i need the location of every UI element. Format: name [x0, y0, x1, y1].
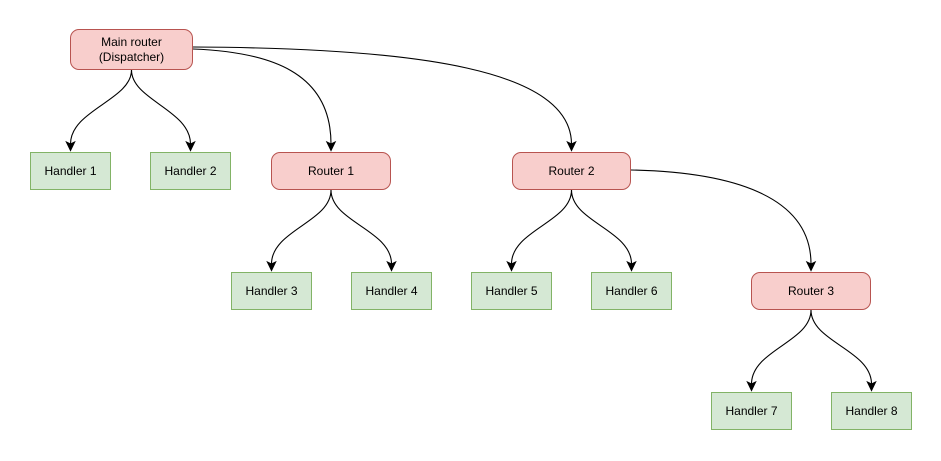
- node-label-handler-1: Handler 1: [44, 163, 97, 178]
- edge-main-router2-arrowhead: [566, 140, 577, 152]
- node-router-2[interactable]: Router 2: [512, 152, 631, 190]
- node-handler-3[interactable]: Handler 3: [231, 272, 312, 310]
- edge-main-handler1: [65, 69, 133, 152]
- node-main-router[interactable]: Main router (Dispatcher): [70, 29, 193, 70]
- node-label-handler-3: Handler 3: [245, 283, 298, 298]
- node-handler-2[interactable]: Handler 2: [150, 152, 231, 190]
- node-handler-1[interactable]: Handler 1: [30, 152, 111, 190]
- edge-router1-handler3-arrowhead: [266, 260, 277, 272]
- edge-router2-handler6-arrowhead: [626, 260, 637, 272]
- edge-main-router2: [192, 46, 577, 152]
- node-handler-6[interactable]: Handler 6: [591, 272, 672, 310]
- node-router-1[interactable]: Router 1: [271, 152, 391, 190]
- node-label-handler-6: Handler 6: [605, 283, 658, 298]
- edge-router2-router3: [630, 169, 817, 272]
- node-label-handler-7: Handler 7: [725, 403, 778, 418]
- node-label-router-3: Router 3: [787, 283, 835, 298]
- edge-router1-handler4-arrowhead: [386, 260, 397, 272]
- edge-router2-router3-arrowhead: [805, 260, 817, 272]
- node-label-handler-4: Handler 4: [365, 283, 418, 298]
- node-handler-4[interactable]: Handler 4: [351, 272, 432, 310]
- edge-router2-handler6: [570, 189, 637, 272]
- edge-main-router1: [192, 48, 337, 152]
- node-handler-7[interactable]: Handler 7: [711, 392, 792, 430]
- node-handler-5[interactable]: Handler 5: [471, 272, 552, 310]
- edge-main-handler1-arrowhead: [65, 140, 76, 152]
- edge-main-handler2-arrowhead: [185, 140, 196, 152]
- edge-router3-handler8: [810, 309, 877, 392]
- node-handler-8[interactable]: Handler 8: [831, 392, 912, 430]
- node-label-handler-5: Handler 5: [485, 283, 538, 298]
- node-label-router-2: Router 2: [548, 163, 595, 178]
- edge-router3-handler7: [746, 309, 812, 392]
- edge-router1-handler4: [330, 189, 397, 272]
- node-label-main-router: Main router (Dispatcher): [98, 34, 165, 64]
- edge-router3-handler7-arrowhead: [746, 380, 757, 392]
- node-label-handler-2: Handler 2: [164, 163, 217, 178]
- edge-router3-handler8-arrowhead: [866, 380, 877, 392]
- node-router-3[interactable]: Router 3: [751, 272, 871, 310]
- node-label-handler-8: Handler 8: [845, 403, 898, 418]
- edge-main-handler2: [130, 69, 196, 152]
- node-label-router-1: Router 1: [307, 163, 355, 178]
- edge-router1-handler3: [266, 189, 332, 272]
- edge-router2-handler5: [506, 189, 573, 272]
- edge-router2-handler5-arrowhead: [506, 260, 517, 272]
- edge-main-router1-arrowhead: [325, 140, 337, 152]
